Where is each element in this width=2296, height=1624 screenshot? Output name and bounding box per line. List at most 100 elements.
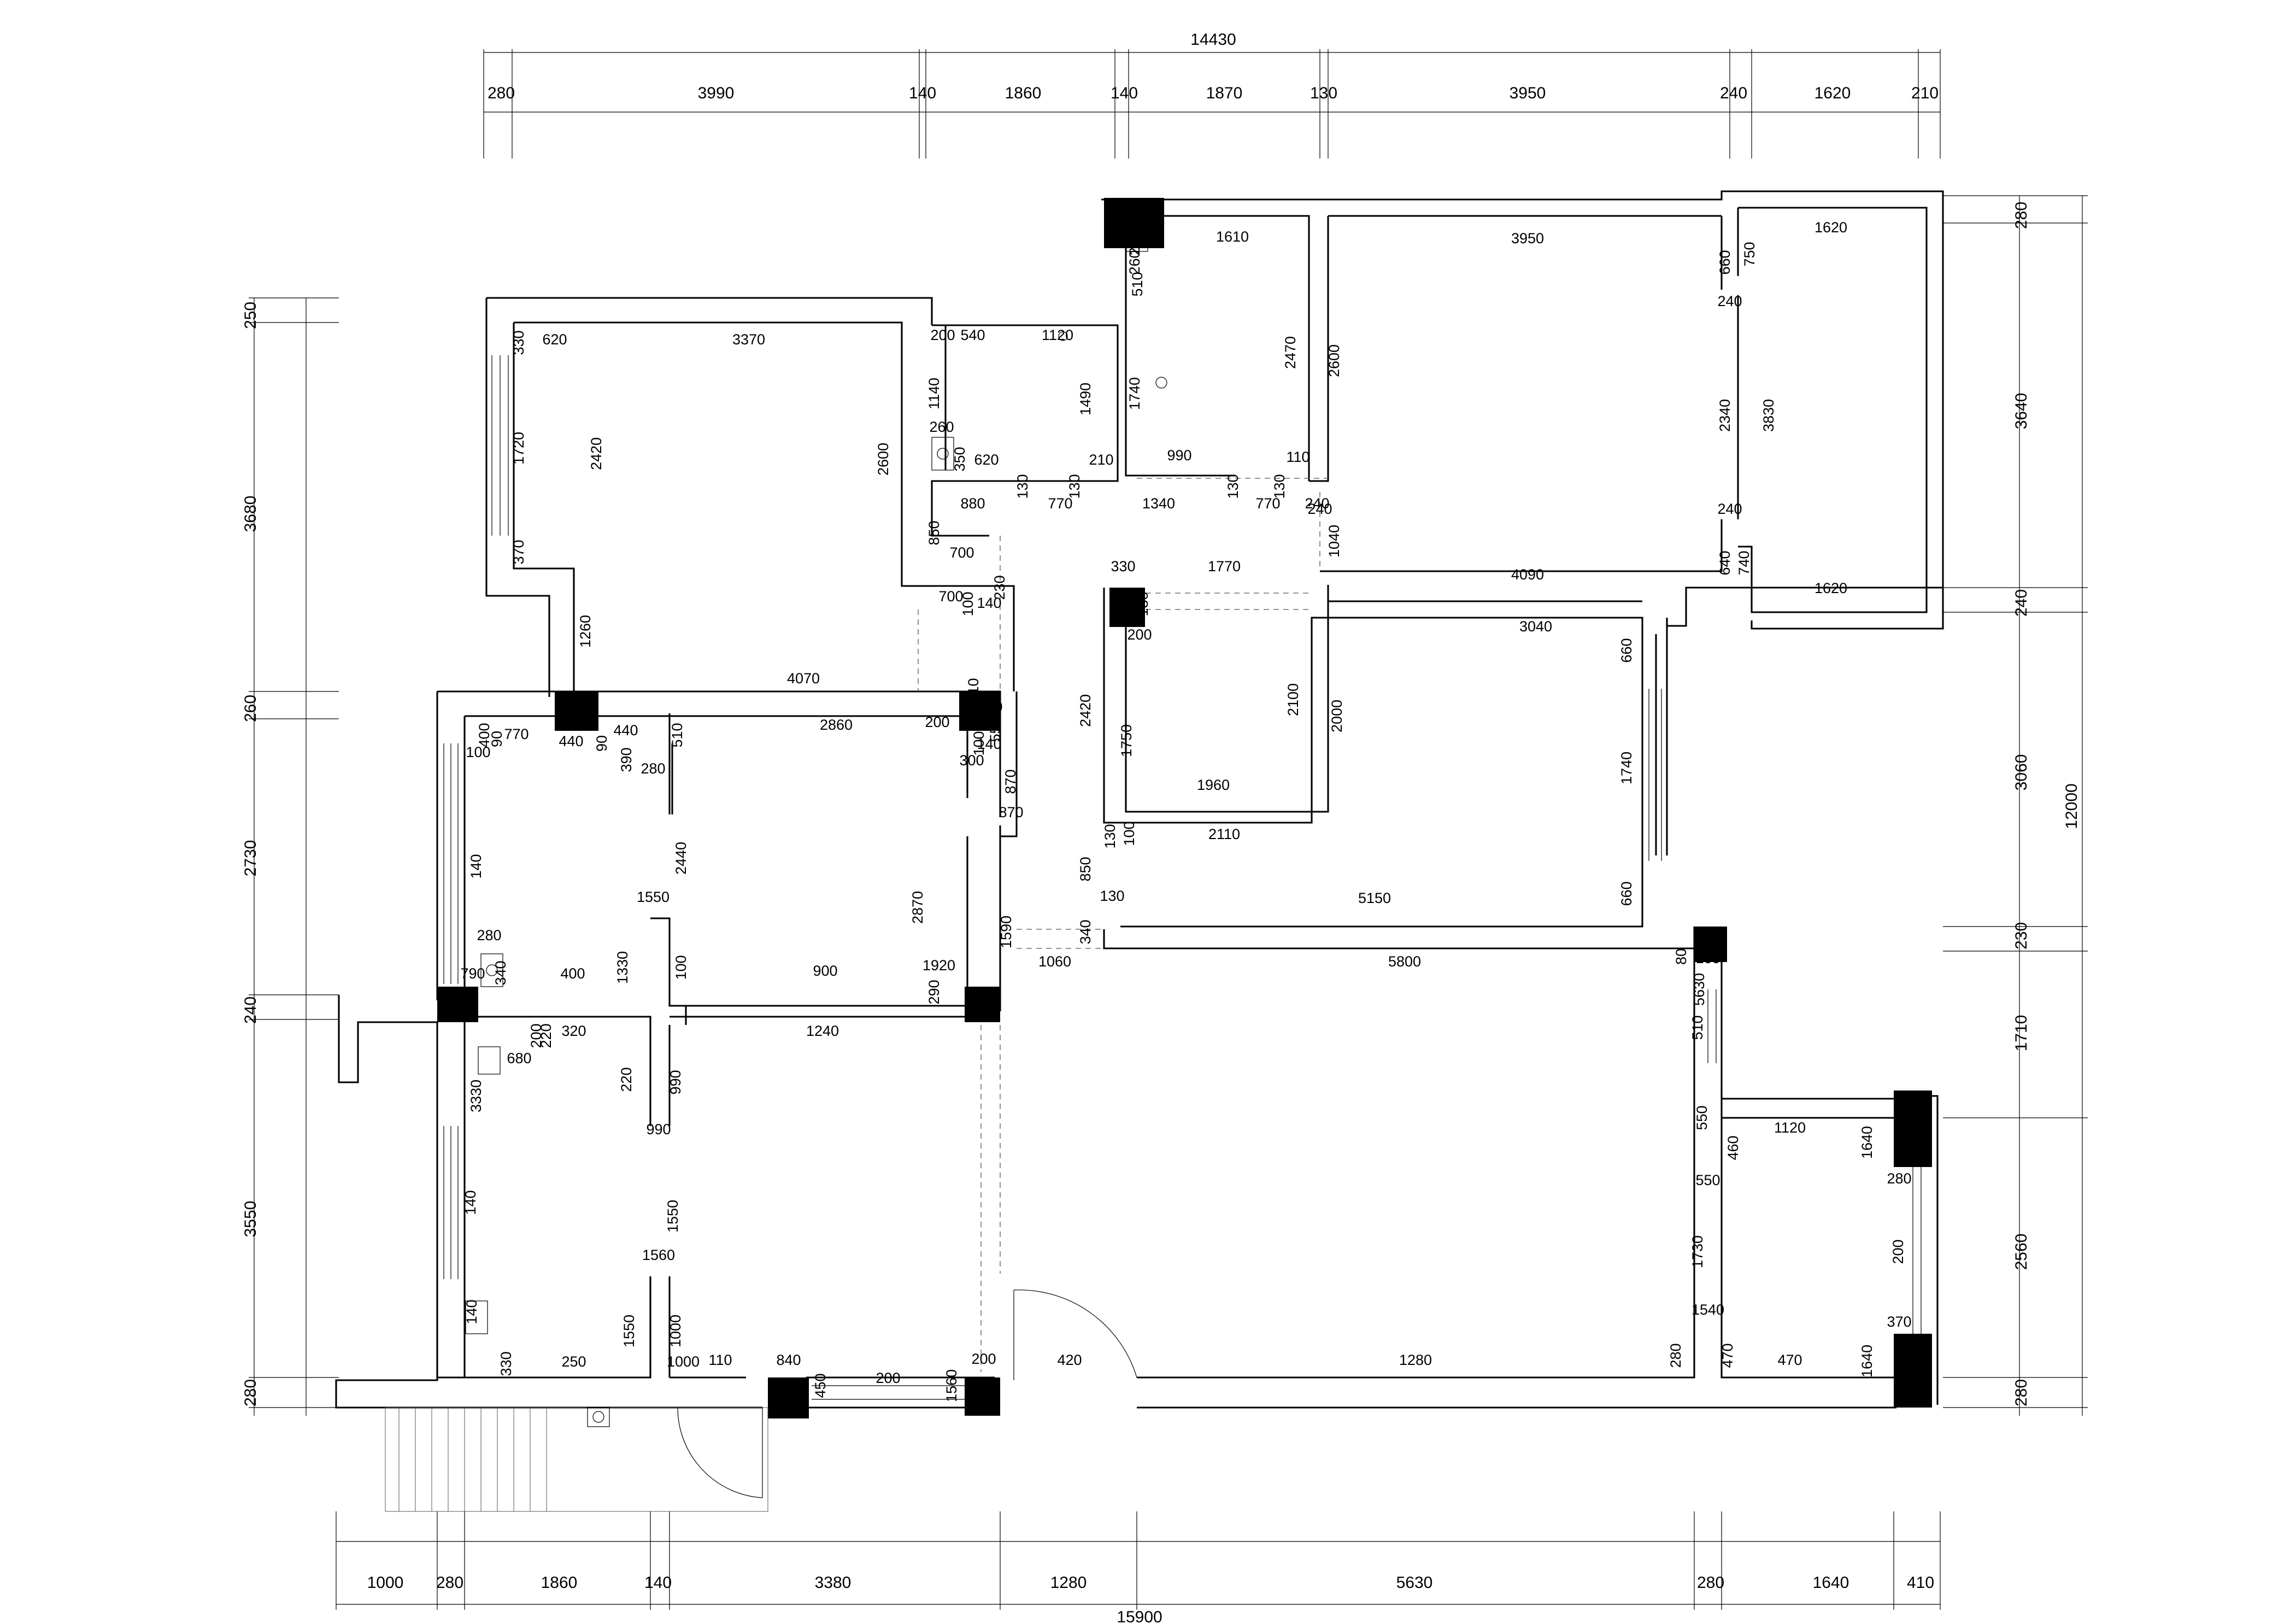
doors (677, 1289, 1137, 1498)
room-dim-label: 1620 (1815, 219, 1847, 236)
top-dim-8: 3950 (1510, 84, 1546, 102)
room-dim-label: 460 (1725, 1135, 1741, 1160)
bottom-dim-2: 280 (436, 1574, 463, 1592)
room-dim-label: 290 (926, 980, 942, 1004)
fixtures (465, 224, 1167, 1427)
room-dim-label: 200 (925, 714, 949, 730)
room-dim-label: 1040 (1326, 525, 1342, 558)
room-dim-label: 330 (498, 1351, 514, 1376)
room-dim-label: 2440 (673, 842, 689, 875)
room-dim-label: 740 (1736, 550, 1752, 575)
top-dim-11: 210 (1911, 84, 1939, 102)
top-dim-1: 280 (488, 84, 515, 102)
room-dim-label: 550 (1695, 1172, 1720, 1188)
room-dim-label: 1240 (806, 1023, 839, 1039)
room-dim-label: 200 (971, 1351, 996, 1367)
windows (443, 355, 1922, 1400)
room-dim-label: 100 (971, 731, 987, 755)
dimension-lines (249, 49, 2088, 1610)
room-dim-label: 1960 (1197, 777, 1230, 793)
room-dim-label: 700 (949, 544, 974, 561)
room-dim-label: 850 (1077, 857, 1094, 881)
room-dim-label: 2860 (820, 717, 853, 733)
room-dim-label: 640 (1717, 550, 1733, 575)
room-dim-label: 1640 (1859, 1345, 1875, 1377)
room-dim-label: 1550 (637, 889, 670, 905)
room-dim-label: 4090 (1511, 566, 1544, 583)
room-dim-label: 870 (1002, 769, 1019, 794)
top-dim-9: 240 (1720, 84, 1747, 102)
room-dim-label: 1540 (1692, 1301, 1724, 1318)
room-dim-label: 990 (667, 1070, 684, 1094)
room-dim-label: 1560 (642, 1247, 675, 1263)
room-dim-label: 300 (959, 752, 984, 769)
room-dim-label: 470 (1777, 1352, 1802, 1368)
bottom-dim-4: 140 (644, 1574, 672, 1592)
top-dim-7: 130 (1310, 84, 1337, 102)
room-dim-label: 1280 (1399, 1352, 1432, 1368)
room-dim-label: 240 (1717, 293, 1742, 309)
room-dim-label: 5630 (1691, 973, 1707, 1006)
top-dim-10: 1620 (1815, 84, 1851, 102)
room-dim-label: 880 (960, 495, 985, 512)
room-dim-label: 790 (460, 965, 485, 982)
room-dim-label: 660 (1618, 638, 1635, 663)
bottom-dim-6: 1280 (1050, 1574, 1087, 1592)
top-dim-6: 1870 (1206, 84, 1243, 102)
room-dim-label: 900 (813, 963, 837, 979)
top-dim-3: 140 (909, 84, 936, 102)
room-dim-label: 510 (1129, 272, 1146, 296)
room-dim-label: 210 (1089, 452, 1113, 468)
room-dim-label: 2420 (1077, 694, 1094, 727)
room-dim-label: 3330 (468, 1080, 484, 1112)
room-dim-label: 1610 (1216, 228, 1249, 245)
room-dim-label: 660 (1618, 881, 1635, 906)
room-dim-label: 470 (1719, 1343, 1736, 1368)
room-dim-label: 1340 (1142, 495, 1175, 512)
room-dim-label: 80 (1673, 948, 1689, 965)
right-dim-1: 280 (2012, 202, 2030, 229)
room-dim-label: 320 (561, 1023, 586, 1039)
room-dim-label: 1550 (621, 1315, 637, 1347)
room-dim-label: 110 (965, 678, 982, 701)
room-dim-label: 140 (977, 736, 1001, 752)
bottom-dim-10: 410 (1907, 1574, 1934, 1592)
right-dim-5: 230 (2012, 922, 2030, 949)
room-dim-label: 140 (463, 1299, 480, 1324)
room-dim-label: 140 (978, 699, 1002, 715)
room-dim-label: 5800 (1388, 953, 1421, 970)
room-dim-label: 100 (960, 591, 976, 616)
room-dim-label: 280 (1667, 1343, 1684, 1368)
room-dim-label: 340 (1077, 919, 1094, 944)
room-dim-label: 130 (1066, 474, 1083, 499)
room-dim-label: 130 (1014, 474, 1031, 499)
room-dim-label: 1330 (614, 951, 631, 984)
right-dim-4: 3060 (2012, 754, 2030, 791)
dashed-openings (918, 478, 1328, 1372)
structural-columns (437, 198, 1932, 1418)
room-dim-label: 1740 (1126, 377, 1143, 410)
room-dim-label: 1730 (1689, 1235, 1706, 1268)
room-dim-label: 3830 (1760, 399, 1777, 432)
room-dim-label: 280 (1887, 1170, 1911, 1187)
room-dim-label: 540 (960, 327, 985, 343)
top-total-dim: 14430 (1190, 31, 1236, 49)
room-dim-label: 2110 (1208, 826, 1240, 842)
room-dim-label: 110 (1286, 449, 1310, 465)
right-dim-6: 1710 (2012, 1015, 2030, 1052)
room-dim-label: 100 (466, 744, 490, 760)
room-dim-label: 260 (929, 419, 954, 435)
room-dim-label: 550 (1694, 1105, 1710, 1130)
room-dim-label: 1120 (1774, 1119, 1806, 1136)
room-dim-label: 340 (492, 960, 509, 985)
room-dim-label: 620 (542, 331, 567, 348)
room-dim-label: 1590 (998, 916, 1014, 948)
stairs (385, 1407, 768, 1512)
room-dim-label: 90 (594, 735, 610, 752)
room-dim-label: 750 (1741, 242, 1758, 266)
room-dim-label: 220 (538, 1023, 554, 1048)
room-dim-label: 260 (1126, 250, 1143, 274)
room-dim-label: 1750 (1118, 724, 1135, 757)
bottom-total-dim: 15900 (1117, 1608, 1162, 1624)
room-dim-label: 620 (974, 452, 999, 468)
